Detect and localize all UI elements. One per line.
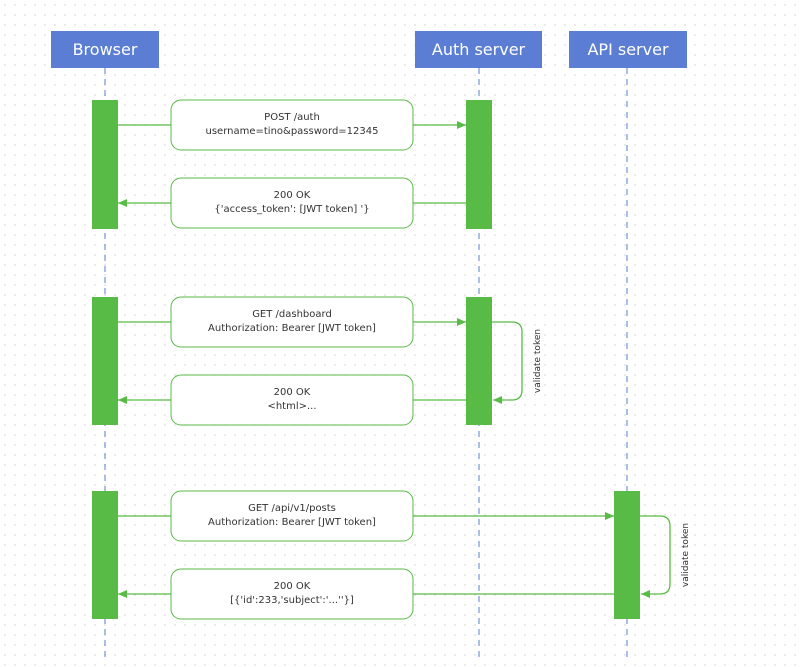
message-line-1: GET /api/v1/posts [248, 503, 336, 514]
activation-bar-auth [466, 100, 492, 229]
actor-auth-server: Auth server [415, 31, 542, 68]
self-call-label: validate token [533, 329, 543, 393]
message-line-1: GET /dashboard [252, 309, 332, 320]
self-call-label: validate token [681, 523, 691, 587]
message-label-box [170, 99, 414, 151]
activation-bar-api [614, 491, 640, 619]
message-label-box [170, 177, 414, 229]
self-call-arrow [640, 515, 671, 598]
activation-bar-browser [92, 491, 118, 619]
actor-api-server: API server [569, 31, 687, 68]
message-line-2: {'access_token': [JWT token] '} [214, 204, 369, 215]
message-line-1: 200 OK [274, 387, 311, 398]
message-line-2: <html>... [267, 401, 316, 412]
message-label-box [170, 568, 414, 620]
message-line-2: [{'id':233,'subject':'...''}] [230, 595, 354, 606]
activation-bar-browser [92, 100, 118, 229]
message-label-box [170, 374, 414, 426]
message-label-box [170, 296, 414, 348]
message-line-1: 200 OK [274, 190, 311, 201]
activation-bar-browser [92, 297, 118, 425]
message-line-1: 200 OK [274, 581, 311, 592]
message-line-2: Authorization: Bearer [JWT token] [208, 323, 376, 334]
actor-browser: Browser [51, 31, 159, 68]
activation-bar-auth [466, 297, 492, 425]
message-line-1: POST /auth [264, 112, 320, 123]
message-line-2: username=tino&password=12345 [206, 126, 379, 137]
self-call-arrow [492, 321, 523, 404]
message-line-2: Authorization: Bearer [JWT token] [208, 517, 376, 528]
message-label-box [170, 490, 414, 542]
